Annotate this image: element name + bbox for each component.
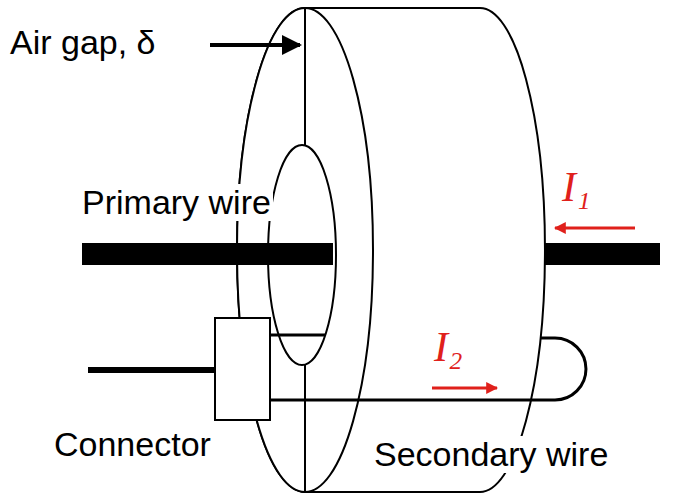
- secondary-wire: [270, 338, 586, 400]
- primary-wire-right: [535, 243, 660, 265]
- current-arrow: [432, 387, 497, 390]
- leader-arrow: [210, 43, 300, 47]
- air-gap-line: [304, 8, 306, 145]
- part-label: Air gap, δ: [8, 24, 158, 61]
- current-symbol: I₂: [432, 324, 465, 370]
- air-gap-line: [304, 365, 306, 492]
- connector-block: [215, 318, 270, 420]
- current-symbol: I₁: [560, 164, 593, 210]
- current-arrow: [555, 227, 635, 230]
- primary-wire-left: [82, 243, 333, 265]
- part-label: Connector: [52, 426, 213, 463]
- part-label: Secondary wire: [372, 436, 610, 473]
- part-label: Primary wire: [80, 184, 273, 221]
- secondary-wire: [270, 334, 325, 337]
- lead-wire: [88, 367, 215, 373]
